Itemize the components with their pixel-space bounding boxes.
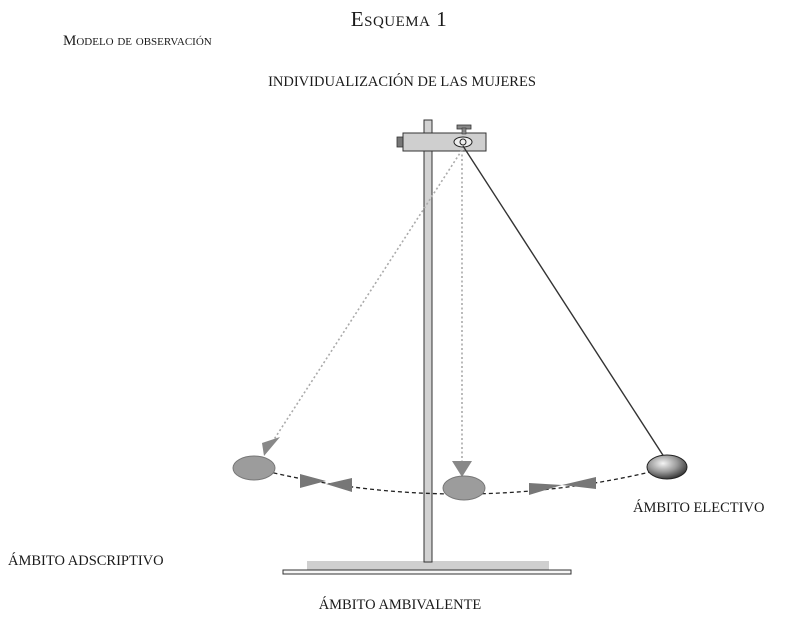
left-label: Ámbito adscriptivo xyxy=(8,553,164,569)
bottom-label: Ámbito ambivalente xyxy=(318,597,482,613)
stand-pole xyxy=(423,119,433,563)
dotted-line-left xyxy=(272,149,463,442)
clamp-icon xyxy=(396,124,487,152)
stand-base xyxy=(282,561,572,575)
eye-icon xyxy=(453,136,473,148)
base-foot xyxy=(282,569,572,575)
bowtie-arrow-right xyxy=(529,477,596,495)
ghost-bob-center xyxy=(442,475,486,501)
diagram-title: Esquema 1 xyxy=(350,7,448,31)
bowtie-arrow-left xyxy=(300,474,352,492)
arrowhead-left xyxy=(262,437,280,456)
right-label: Ámbito electivo xyxy=(633,500,765,516)
arrowhead-center xyxy=(452,461,472,477)
ghost-bob-left xyxy=(232,455,276,481)
pendulum-bob-icon xyxy=(646,454,688,480)
base-top-plate xyxy=(307,561,549,570)
pendulum-string xyxy=(462,145,669,464)
diagram-subtitle: Modelo de observación xyxy=(63,33,212,49)
top-label: Individualización de las mujeres xyxy=(268,74,536,90)
